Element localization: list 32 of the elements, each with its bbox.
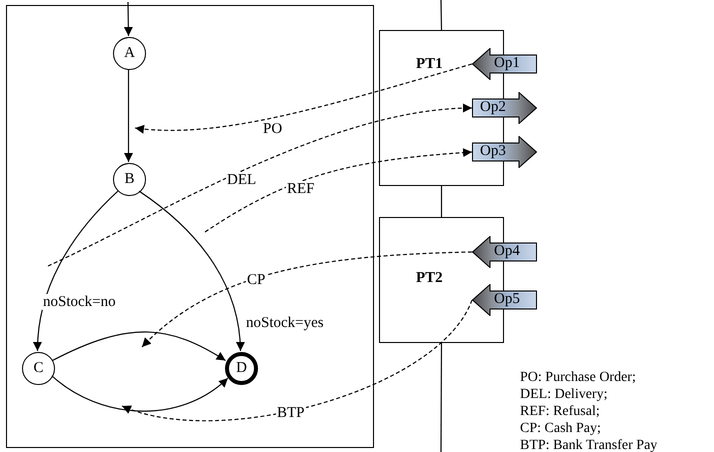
abbreviation-note: CP: Cash Pay; bbox=[520, 421, 601, 437]
abbreviation-note: DEL: Delivery; bbox=[520, 387, 608, 403]
dashed-arrow bbox=[204, 148, 472, 232]
state-circle: B bbox=[113, 163, 146, 196]
dashed-arrow bbox=[122, 300, 472, 422]
abbreviation-note: PO: Purchase Order; bbox=[520, 370, 636, 386]
state-circle: A bbox=[113, 37, 146, 70]
dashed-arrow bbox=[134, 63, 472, 134]
abbreviation-note: REF: Refusal; bbox=[520, 404, 600, 420]
box-title: PT1 bbox=[416, 56, 443, 72]
arrow bbox=[124, 2, 133, 36]
box-title: PT2 bbox=[416, 270, 443, 286]
connector-line bbox=[440, 343, 442, 452]
connector-line bbox=[440, 0, 442, 30]
arrow bbox=[52, 332, 226, 362]
right-arrow-tag: Op2 bbox=[472, 92, 537, 124]
state-circle: D bbox=[225, 352, 258, 385]
abbreviation-note: BTP: Bank Transfer Pay bbox=[520, 438, 658, 452]
left-arrow-tag: Op5 bbox=[472, 284, 537, 316]
edge-label: noStock=yes bbox=[245, 315, 325, 331]
connector-line bbox=[440, 186, 442, 217]
dashed-arrow bbox=[48, 104, 472, 266]
arrow bbox=[51, 375, 228, 412]
edge-label: noStock=no bbox=[42, 294, 117, 310]
state-circle: C bbox=[22, 352, 55, 385]
arrow bbox=[138, 190, 244, 352]
dashed-arrow bbox=[142, 251, 472, 348]
left-arrow-tag: Op4 bbox=[472, 236, 537, 268]
left-arrow-tag: Op1 bbox=[472, 48, 537, 80]
arrow bbox=[33, 190, 118, 352]
right-arrow-tag: Op3 bbox=[472, 136, 537, 168]
arrow bbox=[124, 69, 133, 162]
